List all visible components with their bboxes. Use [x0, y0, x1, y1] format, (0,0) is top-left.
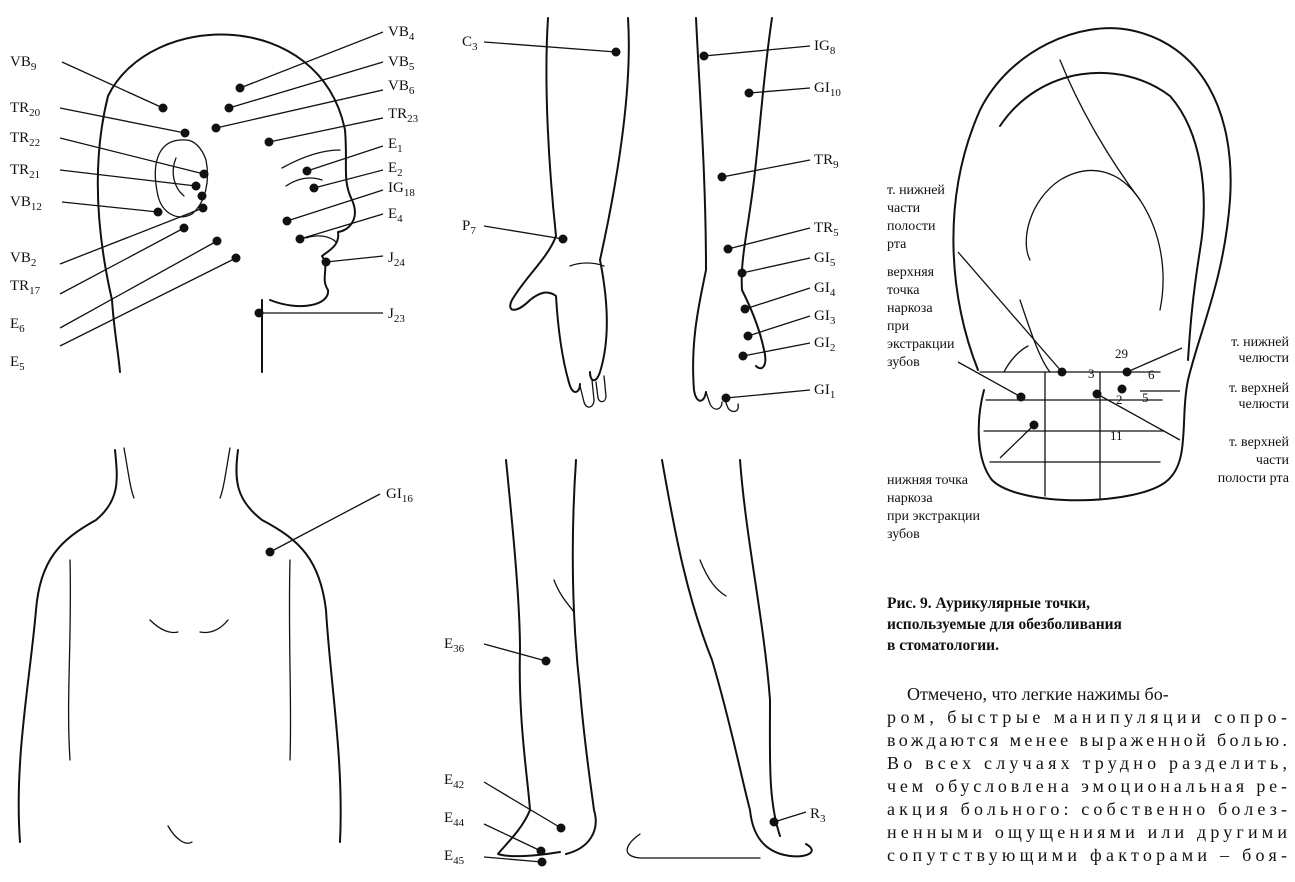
label-gi5: GI5 [814, 250, 836, 269]
label-e4: E4 [388, 206, 403, 225]
label-e5: E5 [10, 354, 25, 373]
forearm-back-points [700, 52, 754, 403]
paragraph-line-4: Во всех случаях трудно разделить, [887, 753, 1287, 773]
paragraph-line-5: чем обусловлена эмоциональная ре- [887, 776, 1287, 796]
ear-label-upper-anesthesia-6: зубов [887, 355, 920, 370]
ear-label-lower-mouth-4: рта [887, 237, 907, 252]
caption-line-1: Рис. 9. Аурикулярные точки, [887, 595, 1090, 612]
ear-label-upper-anesthesia-4: при [887, 319, 909, 334]
label-vb5: VB5 [388, 54, 415, 73]
label-gi16: GI16 [386, 486, 413, 505]
ear-num-2: 2 [1116, 392, 1123, 407]
paragraph-line-3: вождаются менее выраженной болью. [887, 730, 1287, 750]
body-paragraph: Отмечено, что легкие нажимы бо- ром, быс… [887, 684, 1287, 865]
paragraph-line-6: акция больного: собственно болез- [887, 799, 1287, 819]
ear-label-lower-jaw-2: челюсти [1238, 351, 1289, 366]
ear-points [1017, 368, 1132, 430]
label-gi10: GI10 [814, 80, 841, 99]
caption-line-2: используемые для обезболивания [887, 616, 1122, 633]
ear-label-upper-anesthesia-1: верхняя [887, 265, 935, 280]
ear-label-upper-anesthesia-2: точка [887, 283, 920, 298]
label-vb12: VB12 [10, 194, 42, 213]
ear-labels: т. нижней части полости рта верхняя точк… [887, 183, 1290, 542]
label-e6: E6 [10, 316, 25, 335]
ear-label-upper-mouth-1: т. верхней [1229, 435, 1290, 450]
label-gi1: GI1 [814, 382, 835, 401]
label-c3: C3 [462, 34, 478, 53]
label-gi2: GI2 [814, 335, 835, 354]
ear-label-lower-anesthesia-3: при экстракции [887, 509, 980, 524]
ear-num-5: 5 [1142, 390, 1149, 405]
label-j24: J24 [388, 250, 405, 269]
forearm-palm-labels: C3 P7 [462, 34, 478, 237]
head-figure [98, 35, 355, 372]
forearm-back-labels: IG8 GI10 TR9 TR5 GI5 GI4 GI3 GI2 GI1 [814, 38, 841, 401]
head-points [154, 84, 331, 318]
figure-caption: Рис. 9. Аурикулярные точки, используемые… [887, 595, 1122, 654]
label-tr5: TR5 [814, 220, 839, 239]
label-gi3: GI3 [814, 308, 836, 327]
label-tr17: TR17 [10, 278, 41, 297]
label-e2: E2 [388, 160, 403, 179]
torso-labels: GI16 [386, 486, 413, 505]
label-tr23: TR23 [388, 106, 419, 125]
ear-label-lower-anesthesia-4: зубов [887, 527, 920, 542]
label-e42: E42 [444, 772, 464, 791]
ear-leaders [958, 252, 1182, 458]
forearm-palm-figure [510, 18, 629, 407]
ear-label-lower-mouth-1: т. нижней [887, 183, 945, 198]
label-ig18: IG18 [388, 180, 415, 199]
label-e1: E1 [388, 136, 403, 155]
paragraph-line-2: ром, быстрые манипуляции сопро- [887, 707, 1287, 727]
label-ig8: IG8 [814, 38, 836, 57]
ear-figure [953, 28, 1230, 500]
paragraph-line-8: сопутствующими факторами – боя- [887, 845, 1287, 865]
leg-side-figure [627, 460, 812, 858]
label-vb9: VB9 [10, 54, 37, 73]
head-leader-lines [60, 32, 383, 346]
label-e36: E36 [444, 636, 465, 655]
paragraph-line-7: ненными ощущениями или другими [887, 822, 1287, 842]
ear-label-lower-mouth-2: части [887, 201, 921, 216]
label-tr9: TR9 [814, 152, 839, 171]
ear-label-upper-jaw-2: челюсти [1238, 397, 1289, 412]
forearm-palm-leaders [484, 42, 616, 239]
ear-label-lower-mouth-3: полости [887, 219, 936, 234]
ear-num-29: 29 [1115, 346, 1128, 361]
label-tr20: TR20 [10, 100, 41, 119]
ear-label-lower-anesthesia-2: наркоза [887, 491, 933, 506]
ear-label-upper-mouth-2: части [1256, 453, 1290, 468]
label-e44: E44 [444, 810, 465, 829]
ear-num-3: 3 [1088, 366, 1095, 381]
ear-label-lower-jaw-1: т. нижней [1231, 335, 1289, 350]
ear-num-11: 11 [1110, 428, 1123, 443]
label-r3: R3 [810, 806, 826, 825]
forearm-back-leaders [704, 46, 810, 398]
label-gi4: GI4 [814, 280, 836, 299]
ear-num-6: 6 [1148, 367, 1155, 382]
ear-label-upper-anesthesia-5: экстракции [887, 337, 955, 352]
ear-label-lower-anesthesia-1: нижняя точка [887, 473, 969, 488]
label-p7: P7 [462, 218, 476, 237]
torso-leaders [270, 494, 380, 552]
label-vb6: VB6 [388, 78, 415, 97]
forearm-palm-points [559, 48, 621, 244]
label-e45: E45 [444, 848, 465, 867]
label-tr22: TR22 [10, 130, 40, 149]
paragraph-line-1: Отмечено, что легкие нажимы бо- [907, 684, 1169, 704]
ear-label-upper-mouth-3: полости рта [1218, 471, 1290, 486]
label-vb2: VB2 [10, 250, 36, 269]
ear-label-upper-jaw-1: т. верхней [1229, 381, 1290, 396]
leg-leaders [484, 644, 806, 862]
label-tr21: TR21 [10, 162, 40, 181]
torso-figure [19, 448, 341, 843]
label-j23: J23 [388, 306, 405, 325]
caption-line-3: в стоматологии. [887, 637, 999, 654]
leg-points [537, 657, 779, 867]
label-vb4: VB4 [388, 24, 415, 43]
ear-label-upper-anesthesia-3: наркоза [887, 301, 933, 316]
